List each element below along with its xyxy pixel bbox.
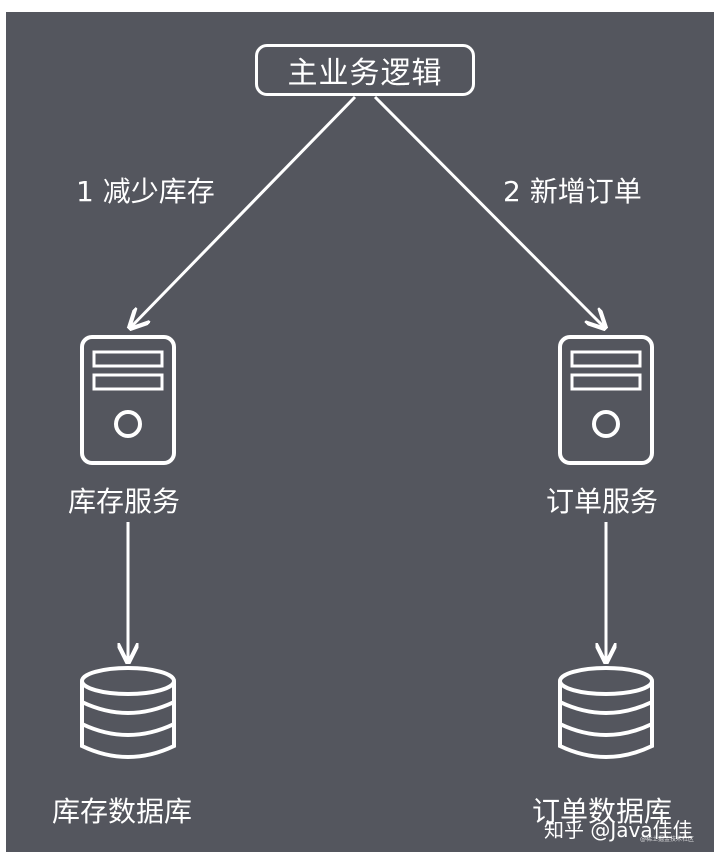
inventory-db-label: 库存数据库 [52, 795, 193, 828]
database-icon [558, 666, 654, 759]
main-logic-node: 主业务逻辑 [255, 44, 475, 96]
arrow-to-order-service [373, 95, 605, 328]
step2-label: 2 新增订单 [503, 175, 642, 208]
order-service-label: 订单服务 [546, 485, 659, 518]
inventory-service-label: 库存服务 [68, 485, 181, 518]
order-db-label: 订单数据库 [532, 795, 673, 828]
server-icon [80, 335, 176, 465]
watermark-text: 知乎 @Java佳佳 [544, 818, 693, 842]
step1-label: 1 减少库存 [76, 175, 215, 208]
database-icon [80, 666, 176, 759]
arrow-to-inventory-service [130, 95, 357, 328]
watermark-small-text: @稀土掘金技术社区 [640, 836, 695, 843]
server-icon [558, 335, 654, 465]
